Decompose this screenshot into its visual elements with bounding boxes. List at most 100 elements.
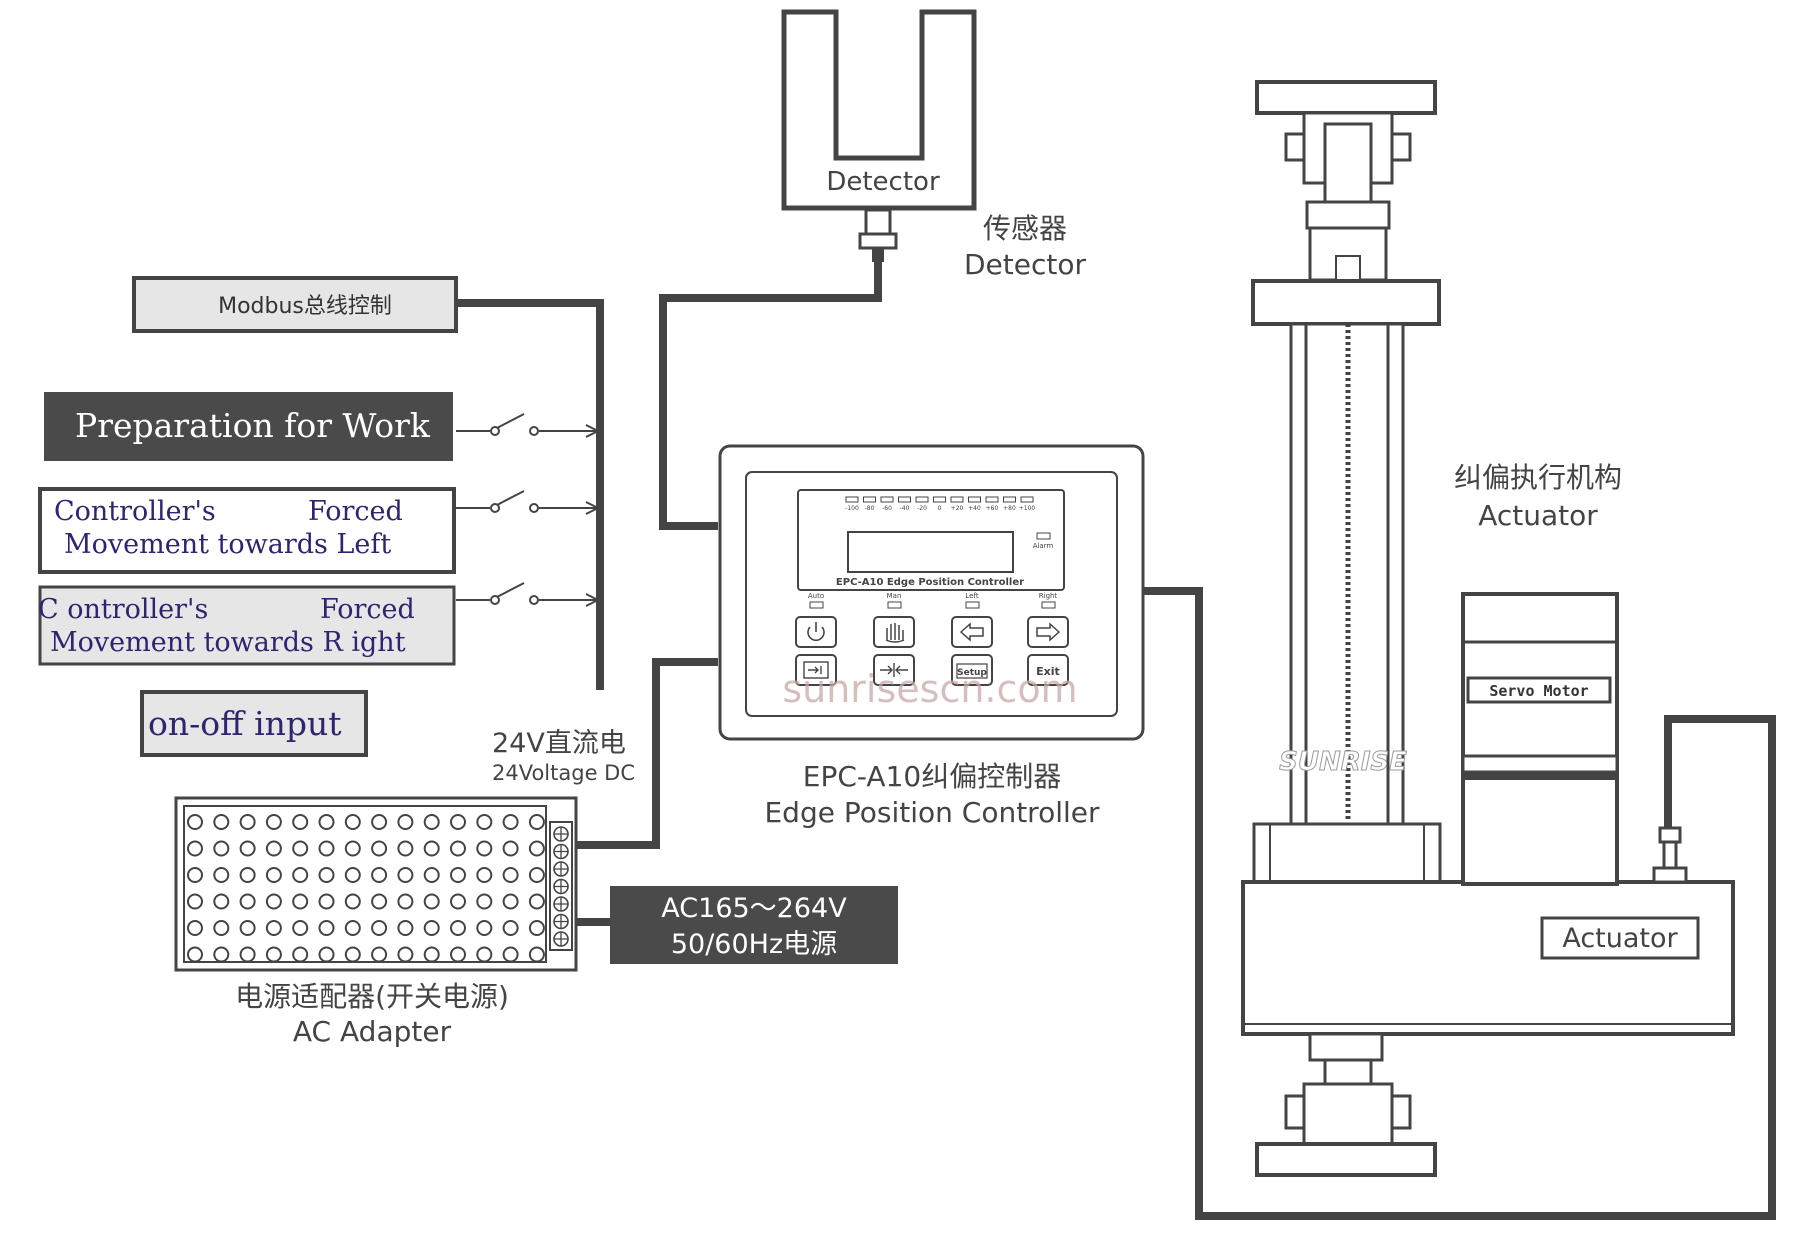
vent-hole — [344, 946, 361, 963]
indicator-left: Left — [965, 592, 980, 609]
alarm-led — [1036, 532, 1051, 540]
scale-led — [915, 496, 929, 503]
vent-hole — [476, 840, 493, 857]
indicator-right: Right — [1039, 592, 1058, 609]
center-button[interactable] — [873, 654, 915, 686]
vent-hole — [187, 893, 203, 910]
vent-hole — [292, 867, 309, 883]
indicator-left-label: Left — [965, 592, 978, 600]
vent-hole — [213, 867, 230, 883]
adapter-label-en: AC Adapter — [293, 1015, 452, 1048]
vent-hole — [502, 946, 519, 963]
terminal-screw-cross — [554, 844, 568, 859]
vent-hole — [265, 946, 282, 963]
detector-label-en: Detector — [964, 248, 1086, 281]
dc-label-cn: 24V直流电 — [492, 728, 626, 759]
scale-led — [845, 496, 859, 503]
controller-watermark: sunrisescn.com — [782, 667, 1077, 711]
vent-hole — [344, 920, 361, 936]
right-button[interactable] — [1027, 616, 1069, 648]
actuator-device — [1241, 80, 1735, 1177]
setup-button[interactable]: Setup — [951, 654, 993, 686]
auto-button[interactable] — [795, 616, 837, 648]
left-button[interactable] — [951, 616, 993, 648]
scale-led — [985, 496, 999, 503]
scale-led — [950, 496, 964, 503]
vent-hole — [371, 840, 388, 857]
vent-hole — [397, 867, 414, 883]
vent-hole — [318, 814, 335, 830]
forced-left-box: Controller's Forced Movement towards Lef… — [38, 487, 456, 574]
vent-hole — [213, 814, 230, 830]
terminal-screw-cross — [554, 914, 568, 929]
scale-tick-label: +80 — [1003, 505, 1016, 512]
vent-hole — [450, 893, 466, 910]
scale-tick-label: -20 — [917, 505, 927, 512]
terminal-screw-cross — [554, 862, 568, 876]
vent-hole — [344, 840, 361, 857]
vent-hole — [344, 867, 361, 883]
manual-button[interactable] — [873, 616, 915, 648]
vent-hole — [528, 840, 545, 857]
vent-hole — [450, 920, 466, 936]
vent-hole — [450, 867, 466, 883]
scale-led — [933, 496, 946, 503]
vent-hole — [476, 920, 493, 936]
terminal-screw-cross — [554, 827, 568, 841]
vent-hole — [371, 867, 388, 883]
vent-hole — [318, 893, 335, 910]
scale-led — [898, 496, 911, 503]
servo-motor: Servo Motor — [1461, 592, 1619, 886]
vent-hole — [213, 946, 230, 963]
vent-hole — [239, 840, 256, 857]
adapter-vent-grid — [187, 814, 545, 963]
scale-led — [863, 496, 876, 503]
vent-hole — [344, 893, 361, 910]
forced-left-line2: Movement towards Left — [64, 529, 391, 560]
ac-adapter — [174, 796, 578, 972]
servo-motor-label: Servo Motor — [1489, 682, 1588, 700]
vent-hole — [239, 867, 256, 883]
vent-hole — [397, 893, 414, 910]
scale-led — [1003, 496, 1016, 503]
scale-tick-label: -100 — [845, 505, 859, 512]
vent-hole — [265, 893, 282, 910]
shift-button[interactable] — [795, 654, 837, 686]
scale-tick-label: +20 — [951, 505, 964, 512]
vent-hole — [397, 920, 414, 936]
scale-tick-label: +60 — [986, 505, 999, 512]
exit-button[interactable]: Exit — [1027, 654, 1069, 686]
vent-hole — [239, 893, 256, 910]
actuator-body-label: Actuator — [1562, 923, 1678, 954]
scale-led — [1020, 496, 1034, 503]
indicator-right-label: Right — [1039, 592, 1058, 600]
onoff-label: on-off input — [148, 704, 342, 743]
ac-line1: AC165～264V — [661, 893, 847, 924]
scale-tick-label: -40 — [900, 505, 910, 512]
vent-hole — [213, 893, 230, 910]
forced-right-line1b: Forced — [320, 594, 415, 625]
switch-preparation — [456, 413, 601, 438]
vent-hole — [528, 920, 545, 936]
vent-hole — [476, 814, 493, 830]
vent-hole — [213, 840, 230, 857]
vent-hole — [450, 840, 466, 857]
actuator-body-label-box: Actuator — [1540, 916, 1700, 960]
vent-hole — [502, 814, 519, 830]
switch-forced-right — [456, 582, 601, 607]
vent-hole — [371, 893, 388, 910]
power-icon — [807, 622, 825, 642]
wires — [456, 260, 1776, 1220]
lcd-screen — [847, 531, 1014, 573]
vent-hole — [423, 946, 440, 963]
arrow-right-icon — [1036, 622, 1061, 642]
forced-right-box: C ontroller's Forced Movement towards R … — [38, 585, 456, 666]
vent-hole — [371, 814, 388, 830]
onoff-box: on-off input — [140, 690, 368, 757]
alarm-label: Alarm — [1033, 542, 1054, 550]
terminal-screw-cross — [554, 879, 568, 894]
vent-hole — [528, 946, 545, 963]
vent-hole — [397, 814, 414, 830]
